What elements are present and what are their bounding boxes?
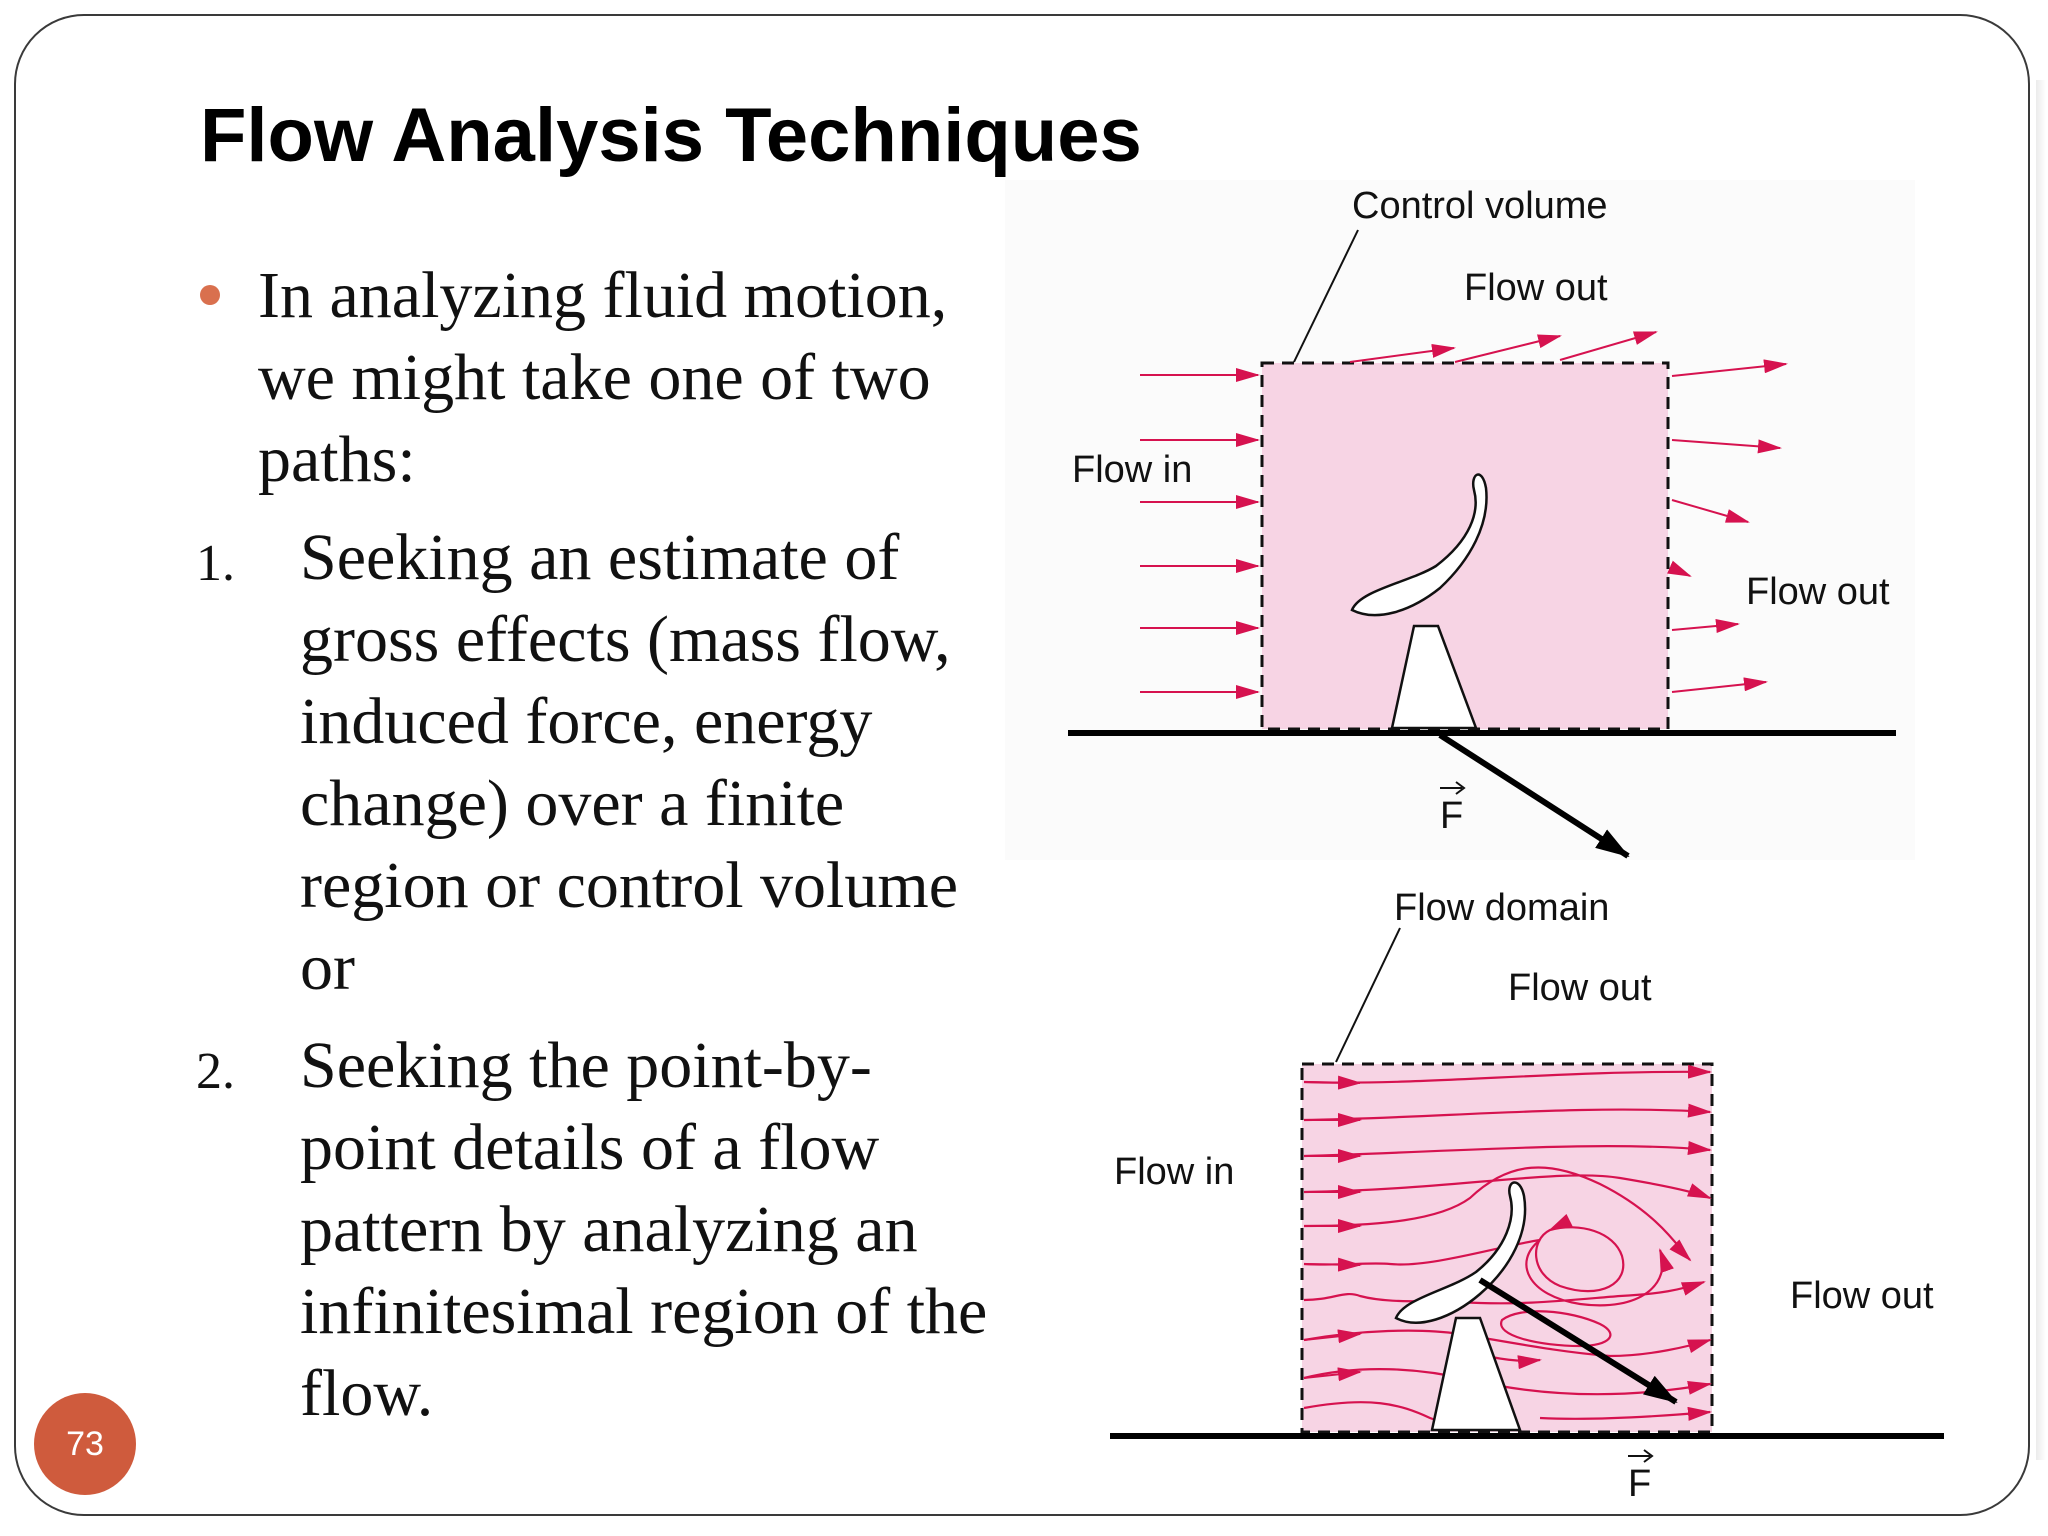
frame-shadow	[2036, 80, 2046, 1460]
top-flow-out-right-label: Flow out	[1746, 571, 1890, 613]
flow-arrow	[1303, 1257, 1362, 1272]
flow-arrow	[1671, 677, 1768, 693]
flow-arrow	[1303, 1367, 1362, 1382]
bottom-force-label: F	[1628, 1463, 1651, 1505]
top-flow-in-label: Flow in	[1072, 449, 1192, 491]
list-marker-2: 2.	[196, 1043, 235, 1100]
streamline	[1303, 1141, 1712, 1158]
intro-bullet: In analyzing fluid motion, we might take…	[196, 255, 996, 501]
flow-arrow	[1671, 619, 1740, 633]
bottom-force-vector-tip	[1643, 1449, 1654, 1463]
flow-domain-leader	[1335, 927, 1401, 1063]
flow-arrow	[1559, 331, 1658, 361]
control-volume-leader	[1293, 229, 1359, 363]
bottom-flow-in-arrows	[1303, 1075, 1362, 1382]
streamline	[1303, 1166, 1692, 1262]
intro-bullet-text: In analyzing fluid motion, we might take…	[258, 259, 948, 496]
control-volume-diagram: Control volume Flow out Flow in Flow out…	[1005, 180, 1915, 860]
list-text-1: Seeking an estimate of gross effects (ma…	[300, 521, 959, 1004]
flow-arrow	[1671, 439, 1782, 454]
slide-title: Flow Analysis Techniques	[200, 93, 1142, 178]
bullet-dot-icon	[200, 285, 220, 305]
flow-arrow	[1303, 1329, 1362, 1344]
bottom-flow-out-right-label: Flow out	[1790, 1275, 1934, 1317]
top-flow-in-arrows	[1140, 368, 1260, 699]
turning-vane	[1394, 1181, 1527, 1324]
slide-frame	[14, 14, 2030, 1516]
bottom-flow-in-label: Flow in	[1114, 1151, 1234, 1193]
top-flow-out-right-arrows	[1667, 359, 1788, 693]
flow-arrow	[1349, 343, 1456, 363]
top-force-label: F	[1440, 795, 1463, 837]
flow-domain-diagram: Flow domain Flow out Flow in Flow out F	[1110, 887, 1944, 1505]
streamline	[1303, 1280, 1706, 1305]
page-number: 73	[66, 1424, 104, 1463]
list-marker-1: 1.	[196, 535, 235, 592]
vane-support	[1390, 624, 1478, 730]
flow-arrow	[1671, 499, 1750, 523]
slide-body: In analyzing fluid motion, we might take…	[196, 255, 996, 1451]
recirculation-loop	[1525, 1239, 1674, 1307]
flow-arrow	[1667, 560, 1692, 577]
flow-arrow	[1454, 334, 1562, 363]
list-text-2: Seeking the point-by-point details of a …	[300, 1029, 988, 1430]
vane-support	[1430, 1316, 1522, 1432]
control-volume-label: Control volume	[1352, 185, 1608, 227]
streamline	[1303, 1329, 1712, 1358]
flow-arrow	[1303, 1075, 1362, 1090]
turning-vane	[1350, 473, 1488, 617]
recirculation-loop	[1536, 1227, 1625, 1293]
list-item-2: 2. Seeking the point-by-point details of…	[196, 1025, 996, 1435]
top-force-vector-tip	[1455, 781, 1466, 795]
top-force-arrow	[1438, 732, 1630, 859]
bottom-flow-out-top-label: Flow out	[1508, 967, 1652, 1009]
list-item-1: 1. Seeking an estimate of gross effects …	[196, 517, 996, 1009]
top-flow-out-top-label: Flow out	[1464, 267, 1608, 309]
streamline	[1539, 1406, 1712, 1421]
top-flow-out-top-arrows	[1349, 331, 1658, 363]
flow-arrow	[1671, 359, 1788, 377]
recirculation-loop	[1500, 1310, 1612, 1348]
page-number-badge: 73	[34, 1393, 136, 1495]
flow-domain-label: Flow domain	[1394, 887, 1609, 929]
bottom-force-arrow	[1478, 1277, 1678, 1405]
streamline	[1303, 1174, 1712, 1200]
